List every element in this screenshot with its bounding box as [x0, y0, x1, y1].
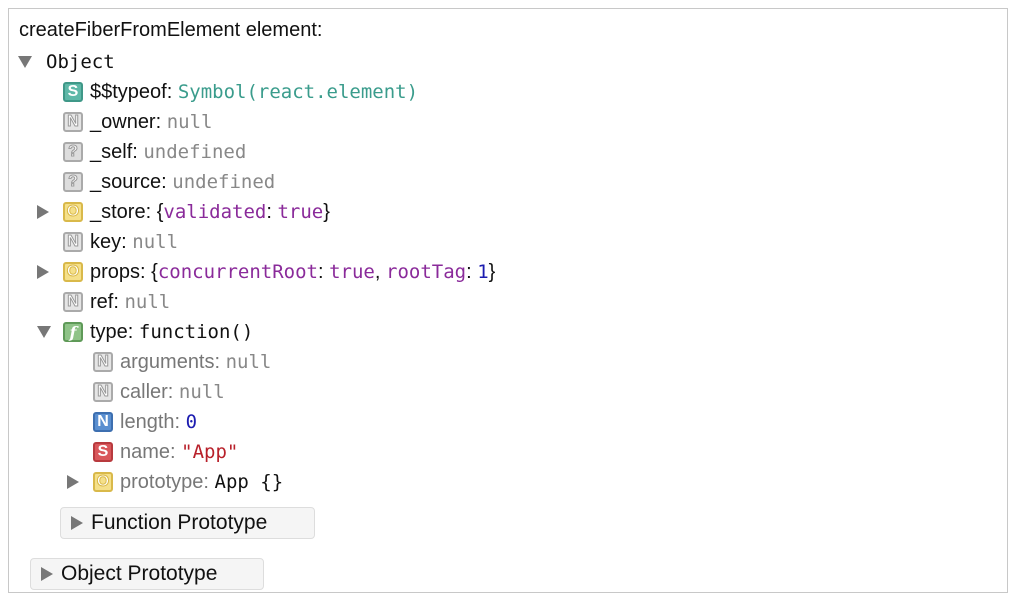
- type-badge-icon: N: [93, 382, 113, 402]
- type-badge-icon: N: [93, 412, 113, 432]
- property-text: $$typeof: Symbol(react.element): [90, 81, 418, 104]
- object-prototype-button[interactable]: Object Prototype: [30, 558, 264, 590]
- property-value: null: [178, 380, 225, 403]
- function-prototype-label: Function Prototype: [91, 511, 268, 534]
- type-badge-icon: N: [63, 292, 83, 312]
- property-key: name:: [120, 440, 182, 463]
- property-key: _owner:: [90, 110, 167, 133]
- property-text: ref: null: [90, 291, 170, 314]
- type-badge-icon: O: [63, 262, 83, 282]
- property-value: undefined: [143, 140, 247, 163]
- property-key: props: {: [90, 260, 158, 283]
- property-value: App {}: [214, 470, 284, 493]
- property-text: arguments: null: [120, 351, 271, 374]
- property-value: null: [225, 350, 272, 373]
- object-prototype-label: Object Prototype: [61, 562, 218, 585]
- property-text: Object: [46, 51, 115, 74]
- property-key: caller:: [120, 380, 179, 403]
- property-value: true: [329, 260, 375, 283]
- property-key: _source:: [90, 170, 173, 193]
- property-text: name: "App": [120, 441, 238, 464]
- log-label: createFiberFromElement element:: [19, 19, 323, 41]
- expand-triangle-icon: [71, 516, 83, 530]
- property-value: }: [488, 260, 496, 283]
- expand-triangle-icon[interactable]: [37, 265, 49, 279]
- property-text: type: function(): [90, 321, 253, 344]
- property-value: undefined: [172, 170, 276, 193]
- type-badge-icon: O: [63, 202, 83, 222]
- property-text: _self: undefined: [90, 141, 246, 164]
- property-text: caller: null: [120, 381, 225, 404]
- collapse-triangle-icon[interactable]: [18, 56, 32, 68]
- expand-triangle-icon[interactable]: [37, 205, 49, 219]
- type-badge-icon: O: [93, 472, 113, 492]
- type-badge-icon: S: [63, 82, 83, 102]
- type-badge-icon: N: [63, 112, 83, 132]
- property-text: key: null: [90, 231, 178, 254]
- property-key: _self:: [90, 140, 144, 163]
- property-value: null: [124, 290, 171, 313]
- type-badge-icon: ?: [63, 172, 83, 192]
- property-text: prototype: App {}: [120, 471, 283, 494]
- property-key: ref:: [90, 290, 125, 313]
- property-text: _store: {validated: true}: [90, 201, 330, 224]
- property-key: $$typeof:: [90, 80, 178, 103]
- type-badge-icon: S: [93, 442, 113, 462]
- property-value: }: [323, 200, 330, 223]
- property-text: _source: undefined: [90, 171, 275, 194]
- expand-triangle-icon: [41, 567, 53, 581]
- property-value: Symbol(react.element): [177, 80, 419, 103]
- property-key: _store: {: [90, 200, 164, 223]
- property-value: :: [266, 200, 278, 223]
- property-value: true: [277, 200, 324, 223]
- property-text: _owner: null: [90, 111, 212, 134]
- property-value: 1: [477, 260, 489, 283]
- property-key: Object: [46, 50, 115, 73]
- property-value: :: [466, 260, 478, 283]
- property-value: ,: [374, 260, 386, 283]
- expand-triangle-icon[interactable]: [67, 475, 79, 489]
- property-value: concurrentRoot: [157, 260, 318, 283]
- property-text: length: 0: [120, 411, 197, 434]
- collapse-triangle-icon[interactable]: [37, 326, 51, 338]
- property-value: rootTag: [386, 260, 467, 283]
- property-text: props: {concurrentRoot: true, rootTag: 1…: [90, 261, 495, 284]
- type-badge-icon: f: [63, 322, 83, 342]
- type-badge-icon: N: [93, 352, 113, 372]
- property-value: function(): [138, 320, 254, 343]
- property-key: key:: [90, 230, 133, 253]
- property-value: 0: [185, 410, 198, 433]
- property-key: type:: [90, 320, 139, 343]
- property-value: validated: [163, 200, 267, 223]
- function-prototype-button[interactable]: Function Prototype: [60, 507, 315, 539]
- type-badge-icon: ?: [63, 142, 83, 162]
- property-value: null: [166, 110, 213, 133]
- property-key: prototype:: [120, 470, 215, 493]
- property-key: arguments:: [120, 350, 226, 373]
- property-value: "App": [181, 440, 239, 463]
- property-value: :: [317, 260, 330, 283]
- property-key: length:: [120, 410, 186, 433]
- property-value: null: [132, 230, 179, 253]
- type-badge-icon: N: [63, 232, 83, 252]
